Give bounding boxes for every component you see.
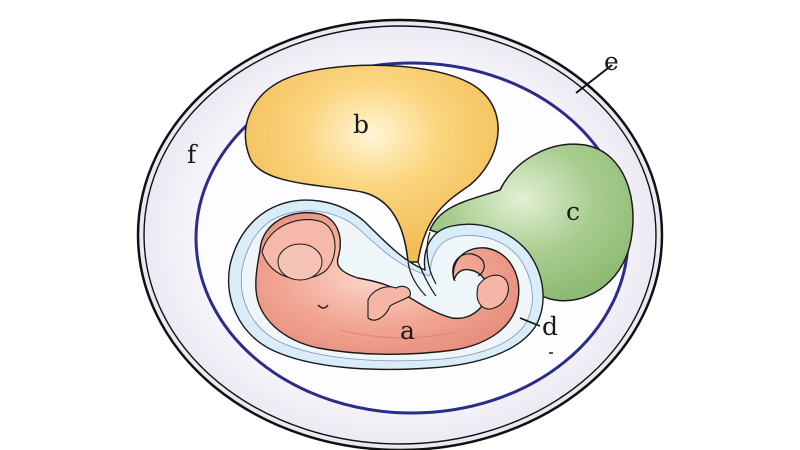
embryo-detail-line (339, 329, 457, 339)
label-d: d (542, 312, 558, 341)
leader-line-d (519, 317, 541, 327)
embryo-tail (452, 253, 485, 282)
label-b: b (353, 110, 369, 139)
embryo-eye (277, 243, 323, 281)
yolk-sac (244, 64, 499, 263)
label-e: e (604, 47, 619, 76)
allantois-stalk (426, 231, 437, 285)
label-a: a (400, 316, 415, 345)
leader-line-e (575, 64, 613, 94)
embryo-hindlimb (476, 274, 509, 310)
yolk-stalk (407, 261, 437, 297)
embryo-mouth (317, 304, 329, 309)
label-f: f (187, 140, 198, 169)
label-c: c (566, 197, 580, 226)
embryo (255, 212, 520, 355)
embryo-forelimb (367, 285, 411, 321)
